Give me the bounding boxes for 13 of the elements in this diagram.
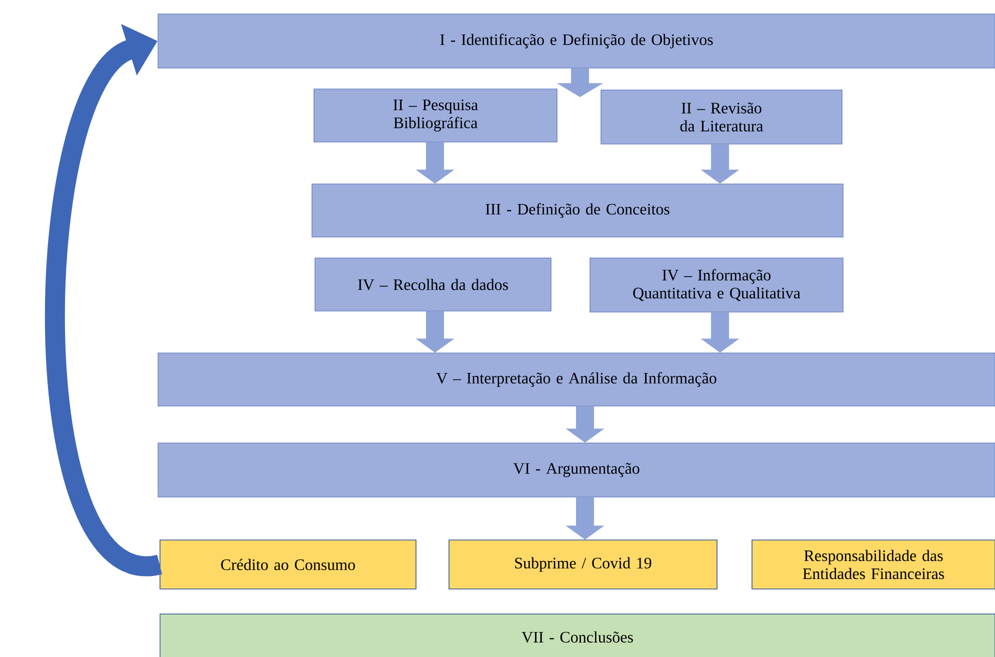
process-box: V – Interpretação e Análise da Informação bbox=[158, 352, 995, 406]
process-box: VI - Argumentação bbox=[158, 442, 995, 498]
process-box: IV – Informação Quantitativa e Qualitativa bbox=[590, 258, 844, 312]
process-box: III - Definição de Conceitos bbox=[312, 184, 844, 238]
topic-box: Subprime / Covid 19 bbox=[448, 540, 718, 590]
topic-box: Responsabilidade das Entidades Financeiras bbox=[752, 540, 995, 590]
process-box: IV – Recolha da dados bbox=[314, 258, 552, 312]
conclusion-box: VII - Conclusões bbox=[160, 614, 995, 657]
curved-arrow bbox=[45, 24, 160, 574]
process-box: II – Pesquisa Bibliográfica bbox=[314, 88, 558, 142]
process-box: I - Identificação e Definição de Objetivos bbox=[158, 14, 995, 68]
topic-box: Crédito ao Consumo bbox=[160, 540, 416, 590]
process-box: II – Revisão da Literatura bbox=[600, 90, 842, 144]
